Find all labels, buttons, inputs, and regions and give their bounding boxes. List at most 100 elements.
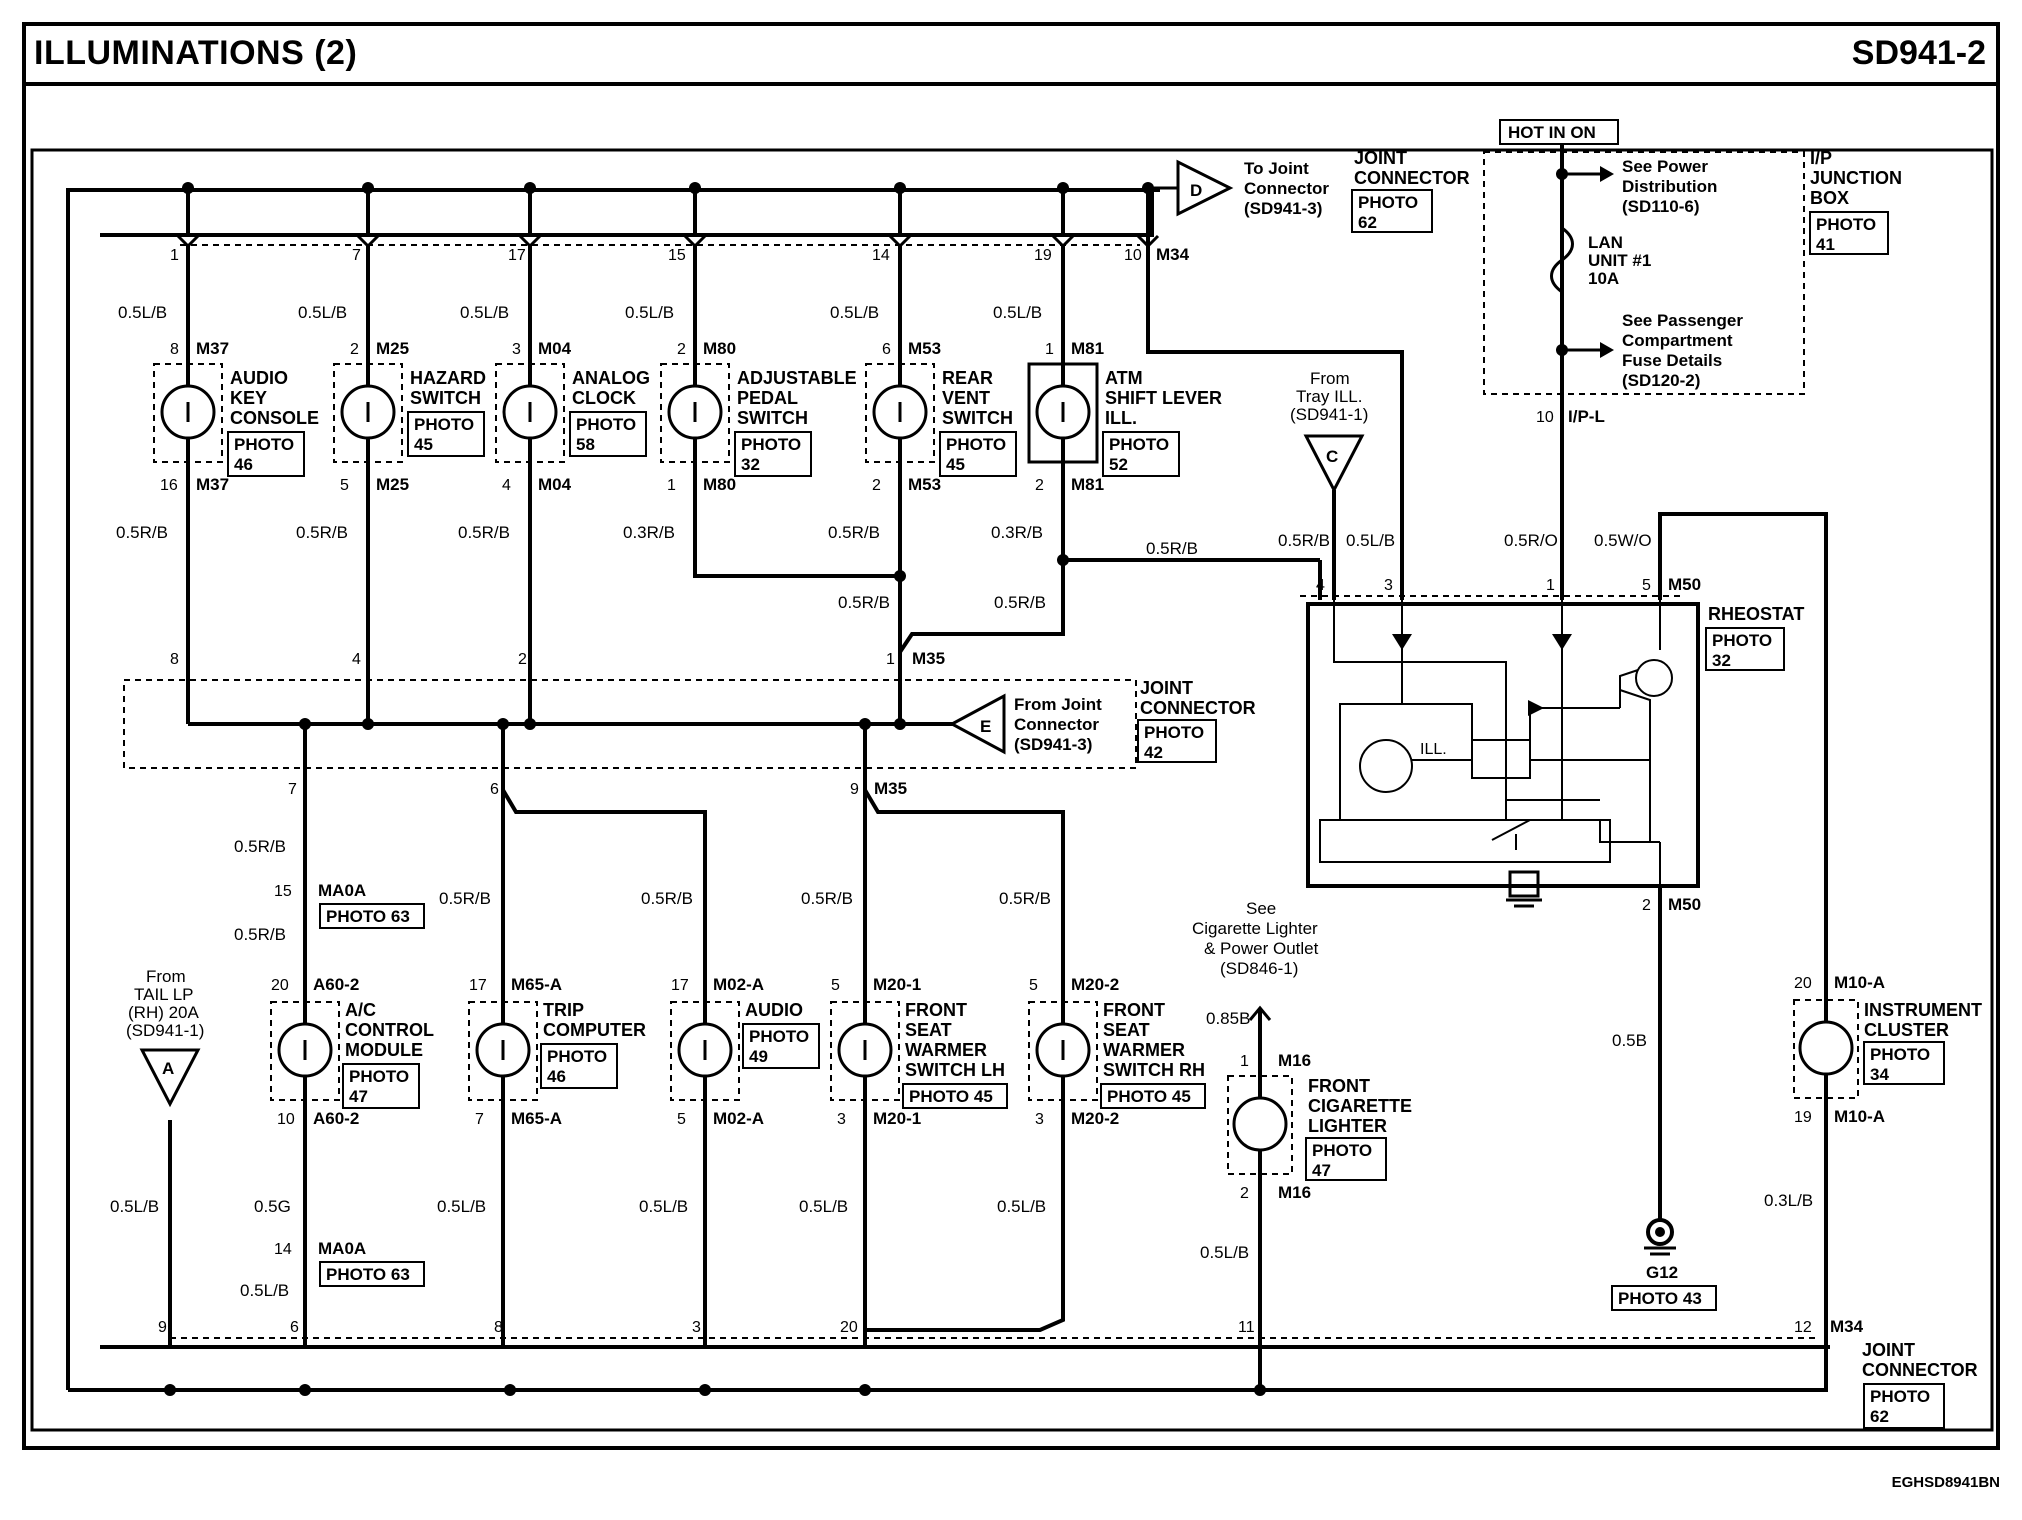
title-bar: ILLUMINATIONS (2) SD941-2	[22, 22, 2000, 86]
photo-label: PHOTO 45	[909, 1087, 993, 1106]
jb-name-2: JUNCTION	[1810, 168, 1902, 188]
cig-bot-pin: 2	[1240, 1185, 1249, 1202]
bot-conn: M20-1	[873, 1109, 921, 1128]
mid-pin-9: 9	[850, 781, 859, 798]
cig-ref-2: Cigarette Lighter	[1192, 919, 1318, 938]
ma0a-bot-conn: MA0A	[318, 1239, 366, 1258]
rheostat-ill: ILL.	[1420, 741, 1447, 758]
ground-photo: PHOTO 43	[1618, 1289, 1702, 1308]
top-conn: M65-A	[511, 975, 562, 994]
photo-label: PHOTO	[741, 435, 801, 454]
top-connector-d: D To Joint Connector (SD941-3) JOINT CON…	[1152, 148, 1470, 233]
mid-pin-6: 6	[490, 781, 499, 798]
tail-ref-3: (RH) 20A	[128, 1003, 200, 1022]
bot-conn: M65-A	[511, 1109, 562, 1128]
top-bus	[100, 188, 1154, 237]
ref-d-line1: To Joint	[1244, 159, 1309, 178]
rh-wire-out: 0.5B	[1612, 1031, 1647, 1050]
bot-pin: 5	[340, 477, 349, 494]
merge-wire-2: 0.5R/B	[994, 593, 1046, 612]
component-name: ADJUSTABLE	[737, 368, 857, 388]
component-name: SEAT	[1103, 1020, 1150, 1040]
photo-label: PHOTO	[547, 1047, 607, 1066]
bot-conn: M80	[703, 475, 736, 494]
mid-pin-4: 4	[352, 651, 361, 668]
rheostat-photo-num: 32	[1712, 651, 1731, 670]
top-pin-19: 19	[1034, 247, 1052, 264]
photo-number: 32	[741, 455, 760, 474]
ic-top-pin: 20	[1794, 975, 1812, 992]
top-bus-junction	[894, 182, 906, 194]
component-name: VENT	[942, 388, 990, 408]
pedal-merge	[693, 530, 900, 578]
wire-in: 0.5L/B	[830, 303, 879, 322]
bot-conn: M25	[376, 475, 409, 494]
tail-lamp-a: From TAIL LP (RH) 20A (SD941-1) A 0.5L/B	[110, 967, 204, 1216]
top-pin: 17	[469, 977, 487, 994]
page-title: ILLUMINATIONS (2)	[34, 34, 358, 72]
tail-letter: A	[162, 1059, 174, 1078]
bot-conn-name2: CONNECTOR	[1862, 1360, 1978, 1380]
top-conn-photo: PHOTO	[1358, 193, 1418, 212]
component-name: SWITCH	[942, 408, 1013, 428]
bot-pin-11: 11	[1238, 1319, 1255, 1336]
component-name: PEDAL	[737, 388, 798, 408]
photo-label: PHOTO	[234, 435, 294, 454]
ic-top-conn: M10-A	[1834, 973, 1885, 992]
rh-pin-3: 3	[1384, 577, 1393, 594]
top-pin: 1	[1045, 341, 1054, 358]
wire-in: 0.5L/B	[298, 303, 347, 322]
rh-wire-5: 0.5W/O	[1594, 531, 1652, 550]
ma0a-wire-a: 0.5R/B	[234, 837, 286, 856]
top-conn: M02-A	[713, 975, 764, 994]
photo-label: PHOTO	[1109, 435, 1169, 454]
top-bus-junction	[362, 182, 374, 194]
ic-bot-conn: M10-A	[1834, 1107, 1885, 1126]
photo-number: 47	[349, 1087, 368, 1106]
ma0a-wire-b: 0.5R/B	[234, 925, 286, 944]
component-name: TRIP	[543, 1000, 584, 1020]
wire-out: 0.5R/B	[296, 523, 348, 542]
component-name: REAR	[942, 368, 993, 388]
bot-pin: 2	[872, 477, 881, 494]
component-name: CLOCK	[572, 388, 636, 408]
cig-ref-3: & Power Outlet	[1204, 939, 1319, 958]
bot-pin-8: 8	[494, 1319, 503, 1336]
bot-pin-9: 9	[158, 1319, 167, 1336]
bot-pin: 16	[160, 477, 178, 494]
ic-wire: 0.3L/B	[1764, 1191, 1813, 1210]
rh-wire-4: 0.5R/B	[1278, 531, 1330, 550]
ground-g12: G12 PHOTO 43	[1611, 1218, 1717, 1311]
top-bus-junction	[182, 182, 194, 194]
junction-box-outline	[1483, 151, 1805, 395]
ma0a-photo-bot: PHOTO 63	[326, 1265, 410, 1284]
component-name: FRONT	[905, 1000, 967, 1020]
top-conn: M25	[376, 339, 409, 358]
wire-in: 0.5R/B	[641, 889, 693, 908]
jb-fuse-2: UNIT #1	[1588, 251, 1651, 270]
jb-photo-num: 41	[1816, 235, 1835, 254]
component-name: SEAT	[905, 1020, 952, 1040]
tray-c: From Tray ILL. (SD941-1) C	[1290, 369, 1368, 600]
top-conn-name1: JOINT	[1354, 148, 1407, 168]
m35-label-top: M35	[912, 649, 945, 668]
component-name: FRONT	[1103, 1000, 1165, 1020]
cig-top-pin: 1	[1240, 1053, 1249, 1070]
component-name: WARMER	[905, 1040, 987, 1060]
rheostat-name: RHEOSTAT	[1708, 604, 1804, 624]
mid-conn-name2: CONNECTOR	[1140, 698, 1256, 718]
cig-name-3: LIGHTER	[1308, 1116, 1387, 1136]
ic-name-2: CLUSTER	[1864, 1020, 1949, 1040]
rh-conn-top: M50	[1668, 575, 1701, 594]
top-bus-junction	[524, 182, 536, 194]
component-name: HAZARD	[410, 368, 486, 388]
photo-number: 52	[1109, 455, 1128, 474]
bot-pin-20: 20	[840, 1319, 858, 1336]
rh-pin-4: 4	[1316, 577, 1325, 594]
wire-in: 0.5L/B	[118, 303, 167, 322]
outer-loop-2b	[68, 1344, 1828, 1392]
tray-letter: C	[1326, 447, 1338, 466]
top-conn-name2: CONNECTOR	[1354, 168, 1470, 188]
